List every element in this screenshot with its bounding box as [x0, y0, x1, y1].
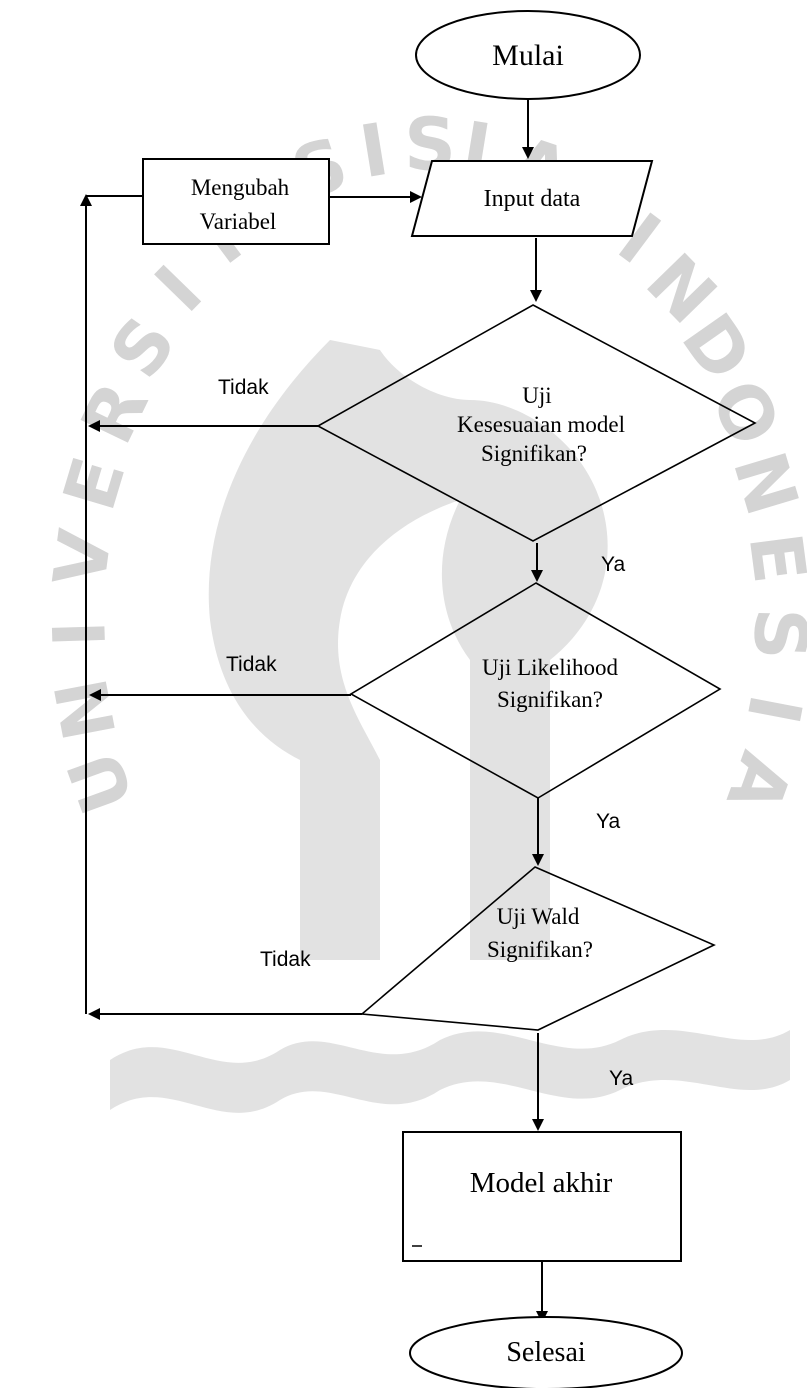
end-terminator [409, 1316, 683, 1388]
watermark-letter: I [37, 619, 122, 648]
watermark-letter: S [94, 302, 193, 393]
wald-no-label: Tidak [260, 948, 311, 971]
likelihood-test-line1: Uji Likelihood [482, 655, 619, 680]
start-terminator [415, 10, 641, 100]
edge-labels: Tidak Ya Tidak Ya Tidak Ya [218, 376, 633, 1090]
start-label: Mulai [492, 39, 564, 72]
start-node: Mulai [415, 10, 641, 100]
likelihood-yes-label: Ya [596, 810, 620, 833]
fit-test-line1: Uji [522, 383, 551, 408]
watermark-letter: E [47, 448, 142, 519]
watermark-letter: I [731, 688, 807, 730]
watermark-wave-shape [110, 1030, 790, 1113]
watermark-letter: U [51, 741, 150, 825]
likelihood-test-line2: Signifikan? [497, 687, 603, 712]
wald-test-node: Uji Wald Signifikan? [360, 866, 716, 1031]
watermark-letter: A [710, 742, 807, 823]
wald-test-line1: Uji Wald [497, 904, 580, 929]
watermark-flame-shape [208, 340, 608, 960]
watermark-logo [110, 340, 790, 1113]
fit-test-diamond [316, 304, 757, 542]
end-node: Selesai [409, 1316, 683, 1388]
likelihood-no-label: Tidak [226, 653, 277, 676]
likelihood-test-diamond [349, 582, 722, 799]
end-label: Selesai [506, 1337, 586, 1368]
fit-test-node: Uji Kesesuaian model Signifikan? [316, 304, 757, 542]
change-variable-node: Mengubah Variabel [142, 158, 330, 245]
change-variable-line1: Mengubah [191, 175, 290, 200]
change-variable-line2: Variabel [200, 209, 277, 234]
watermark-letter: V [37, 525, 128, 591]
watermark-letter: I [354, 107, 394, 194]
fit-test-line2: Kesesuaian model [457, 412, 625, 437]
fit-yes-label: Ya [601, 553, 625, 576]
input-data-label: Input data [484, 186, 581, 212]
edges [80, 100, 548, 1323]
final-model-box [402, 1131, 682, 1262]
final-model-label: Model akhir [470, 1167, 613, 1199]
watermark-letter: S [738, 607, 807, 661]
input-data-parallelogram [410, 160, 654, 237]
watermark-letter: E [733, 528, 807, 588]
change-variable-box [142, 158, 330, 245]
final-model-node: Model akhir [402, 1131, 682, 1262]
likelihood-test-node: Uji Likelihood Signifikan? [349, 582, 722, 799]
wald-yes-label: Ya [609, 1067, 633, 1090]
wald-test-diamond [360, 866, 716, 1031]
fit-no-label: Tidak [218, 376, 269, 399]
watermark-letter: N [717, 443, 807, 525]
wald-test-line2: Signifikan? [487, 937, 593, 962]
input-data-node: Input data [410, 160, 654, 237]
fit-test-line3: Signifikan? [481, 441, 587, 466]
